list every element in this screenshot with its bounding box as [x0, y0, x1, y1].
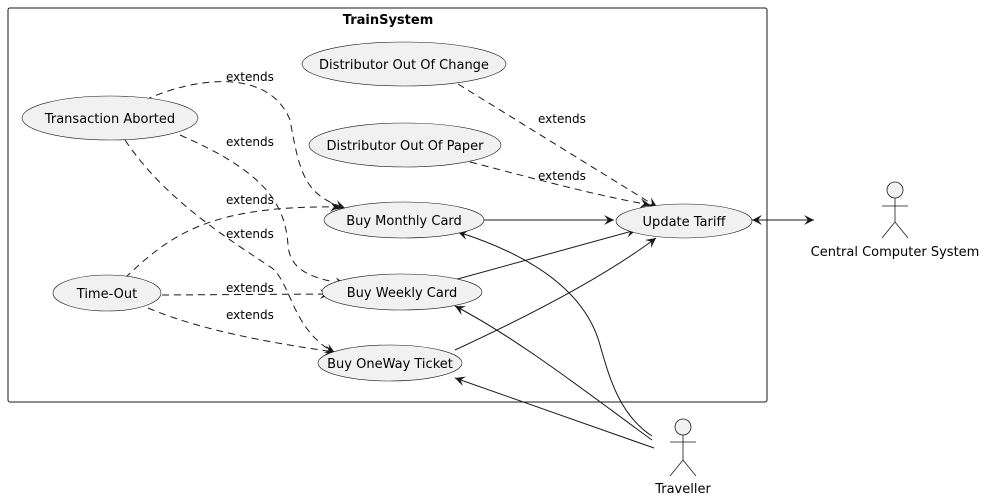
use-case-label: Time-Out: [76, 287, 137, 302]
use-case-buy-oneway-ticket[interactable]: Buy OneWay Ticket: [317, 344, 463, 382]
extend-paper-to-tariff: [469, 161, 651, 209]
actor-traveller[interactable]: Traveller: [654, 418, 711, 497]
traveller-to-monthly: [457, 230, 653, 437]
use-case-label: Distributor Out Of Change: [319, 58, 489, 73]
extends-label: extends: [226, 281, 274, 295]
extend-aborted-to-oneway: [124, 139, 336, 354]
extends-label: extends: [226, 308, 274, 322]
actor-stick-figure-icon: [881, 181, 909, 239]
use-case-label: Update Tariff: [643, 215, 727, 230]
actor-stick-figure-icon: [669, 418, 697, 477]
use-case-distributor-out-of-paper[interactable]: Distributor Out Of Paper: [308, 122, 502, 168]
use-case-label: Buy Monthly Card: [346, 214, 462, 229]
traveller-to-oneway: [454, 376, 655, 449]
use-case-buy-monthly-card[interactable]: Buy Monthly Card: [323, 201, 485, 239]
use-case-transaction-aborted[interactable]: Transaction Aborted: [21, 95, 199, 141]
actor-central-computer-system[interactable]: Central Computer System: [811, 181, 980, 260]
extend-change-to-tariff: [457, 83, 658, 208]
use-case-label: Transaction Aborted: [44, 112, 175, 127]
use-case-time-out[interactable]: Time-Out: [52, 274, 162, 312]
use-case-label: Buy OneWay Ticket: [327, 357, 453, 372]
extends-label: extends: [538, 169, 586, 183]
extends-label: extends: [226, 193, 274, 207]
use-case-distributor-out-of-change[interactable]: Distributor Out Of Change: [301, 41, 507, 87]
relations: [124, 81, 814, 449]
extend-aborted-to-monthly: [144, 81, 346, 210]
extends-label: extends: [226, 135, 274, 149]
weekly-to-tariff: [453, 227, 637, 281]
relation-labels: extends extends extends extends extends …: [226, 70, 586, 322]
extends-label: extends: [226, 227, 274, 241]
traveller-to-weekly: [454, 305, 653, 441]
extend-aborted-to-weekly: [179, 134, 346, 288]
use-case-buy-weekly-card[interactable]: Buy Weekly Card: [321, 273, 483, 311]
use-case-update-tariff[interactable]: Update Tariff: [615, 203, 753, 239]
extends-label: extends: [538, 112, 586, 126]
actor-label: Traveller: [654, 482, 711, 497]
extend-timeout-to-weekly: [161, 289, 331, 300]
oneway-to-tariff: [454, 237, 657, 351]
use-case-label: Buy Weekly Card: [347, 286, 457, 301]
extends-label: extends: [226, 70, 274, 84]
system-title: TrainSystem: [343, 13, 434, 28]
extend-timeout-to-oneway: [147, 307, 336, 356]
actor-label: Central Computer System: [811, 245, 980, 260]
use-case-label: Distributor Out Of Paper: [327, 139, 485, 154]
